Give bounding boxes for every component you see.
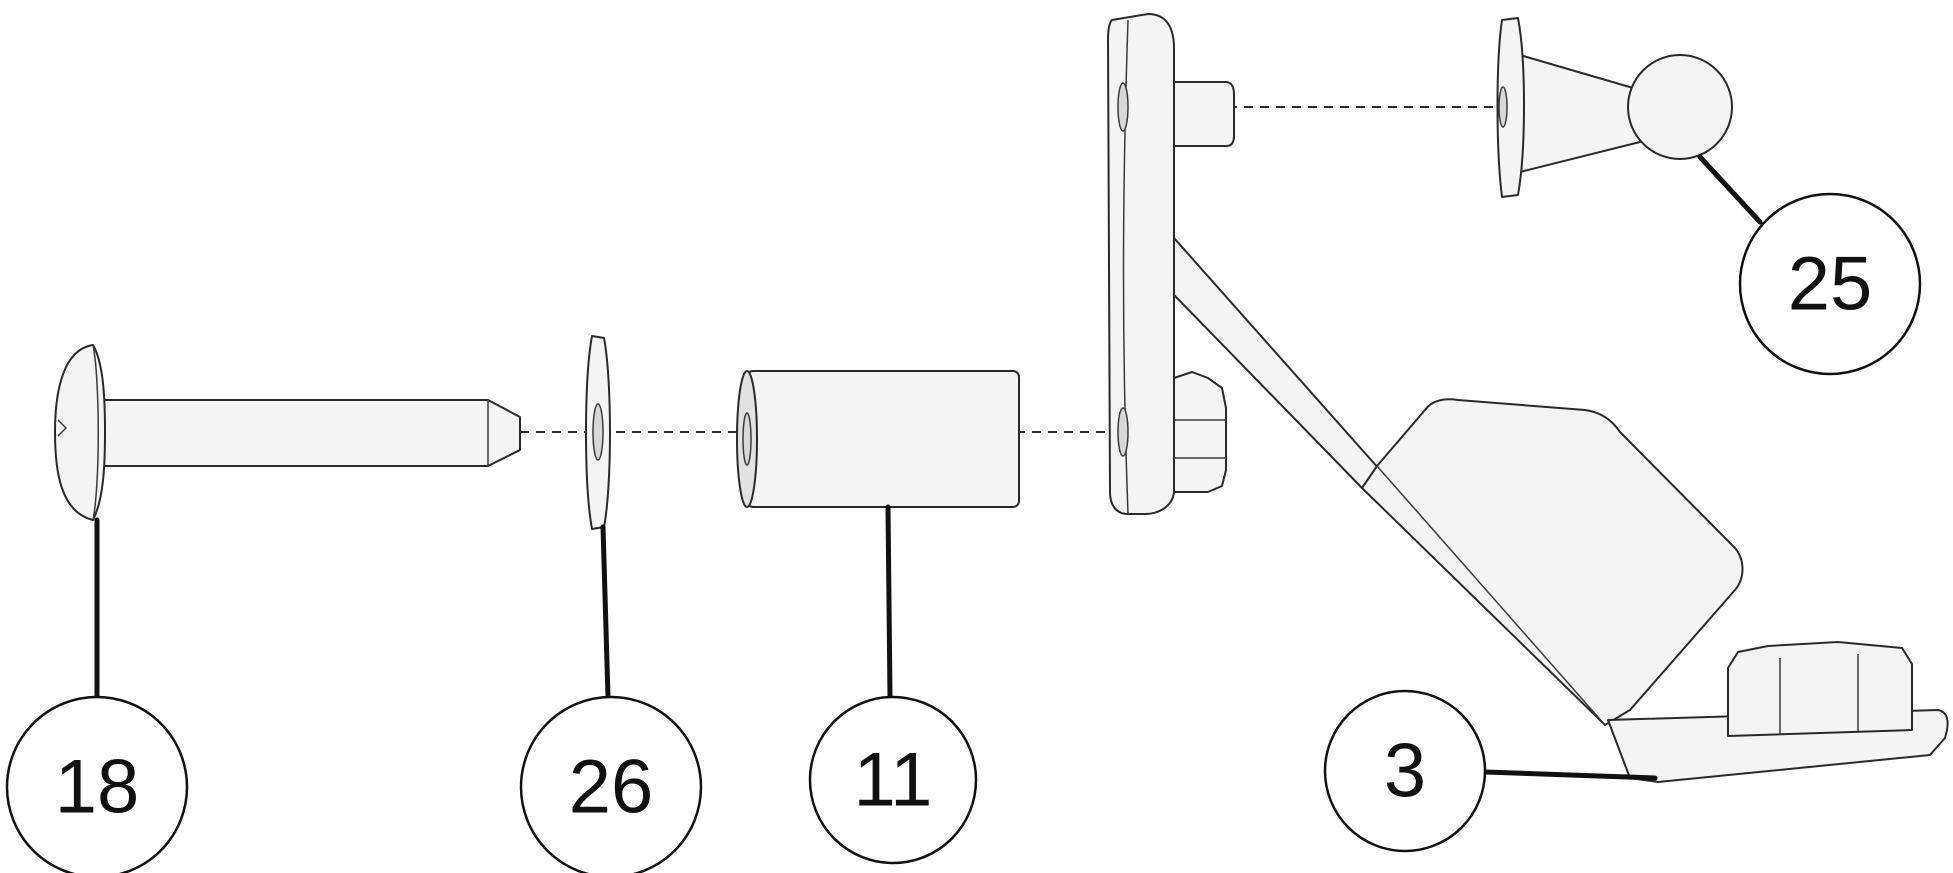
screw-part xyxy=(54,344,521,521)
callout-balloon-11: 11 xyxy=(808,695,978,865)
leader-25 xyxy=(1697,154,1763,225)
bracket-part xyxy=(1107,13,1949,783)
leader-3 xyxy=(1482,769,1658,781)
callout-balloon-25: 25 xyxy=(1738,192,1922,376)
ball-stud-part xyxy=(1496,17,1733,198)
callout-label-25: 25 xyxy=(1788,242,1873,327)
washer-part xyxy=(585,335,611,530)
leader-11 xyxy=(885,504,893,700)
spacer-part xyxy=(736,370,1020,508)
callout-balloon-3: 3 xyxy=(1323,689,1487,853)
callout-label-11: 11 xyxy=(854,738,933,823)
callout-balloon-26: 26 xyxy=(519,695,703,873)
callout-label-18: 18 xyxy=(55,745,140,830)
callout-label-3: 3 xyxy=(1384,729,1426,814)
callout-label-26: 26 xyxy=(569,745,654,830)
callout-balloon-18: 18 xyxy=(5,695,189,873)
leader-26 xyxy=(600,524,611,700)
